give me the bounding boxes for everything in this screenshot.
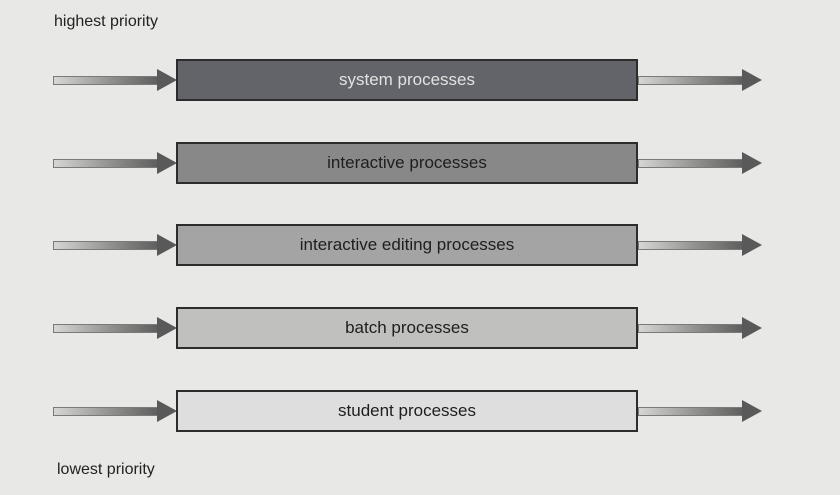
queue-row-interactive: interactive processes [0, 142, 840, 186]
output-arrow-icon [638, 152, 762, 174]
queue-box-interactive-editing: interactive editing processes [176, 224, 638, 266]
queue-box-batch: batch processes [176, 307, 638, 349]
queue-label: system processes [338, 70, 476, 89]
input-arrow-icon [53, 69, 177, 91]
output-arrow-icon [638, 317, 762, 339]
queue-label: interactive processes [327, 153, 487, 172]
input-arrow-icon [53, 317, 177, 339]
input-arrow-icon [53, 152, 177, 174]
queue-label: batch processes [345, 318, 469, 337]
queue-box-interactive: interactive processes [176, 142, 638, 184]
output-arrow-icon [638, 234, 762, 256]
queue-box-student: student processes [176, 390, 638, 432]
input-arrow-icon [53, 400, 177, 422]
queue-row-student: student processes [0, 390, 840, 434]
lowest-priority-label: lowest priority [57, 461, 155, 478]
queue-row-system: system processes [0, 59, 840, 103]
queue-box-system: system processes [176, 59, 638, 101]
highest-priority-label: highest priority [54, 13, 159, 30]
input-arrow-icon [53, 234, 177, 256]
queue-label: interactive editing processes [299, 235, 515, 254]
output-arrow-icon [638, 69, 762, 91]
queue-label: student processes [338, 401, 476, 420]
queue-row-interactive-editing: interactive editing processes [0, 224, 840, 268]
output-arrow-icon [638, 400, 762, 422]
queue-row-batch: batch processes [0, 307, 840, 351]
